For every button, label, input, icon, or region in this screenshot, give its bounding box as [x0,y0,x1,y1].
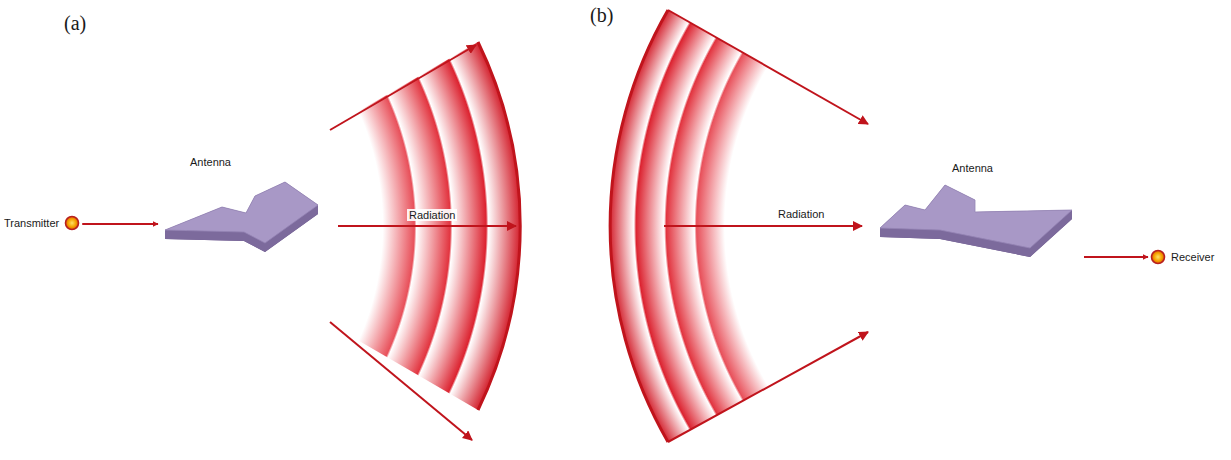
signal-arrow [82,223,158,225]
radiation-label: Radiation [407,209,457,221]
terminal-node: Transmitter [4,212,80,234]
node-label: Transmitter [4,217,59,229]
wave-fronts-a [330,42,520,440]
wave-fronts-b [610,10,870,442]
antenna-shape [872,160,1082,265]
terminal-dot [64,215,80,231]
antenna-node: Antenna [160,150,325,268]
panel-letter: (b) [590,4,613,27]
antenna-node: Antenna [872,160,1082,265]
terminal-node: Receiver [1150,246,1214,268]
radiation-label: Radiation [776,208,826,220]
signal-arrow [1084,256,1148,258]
terminal-dot [1150,249,1166,265]
node-label: Receiver [1171,251,1214,263]
node-heading: Antenna [952,162,993,174]
node-heading: Antenna [190,156,231,168]
panel-letter: (a) [64,12,86,35]
antenna-shape [160,150,325,268]
